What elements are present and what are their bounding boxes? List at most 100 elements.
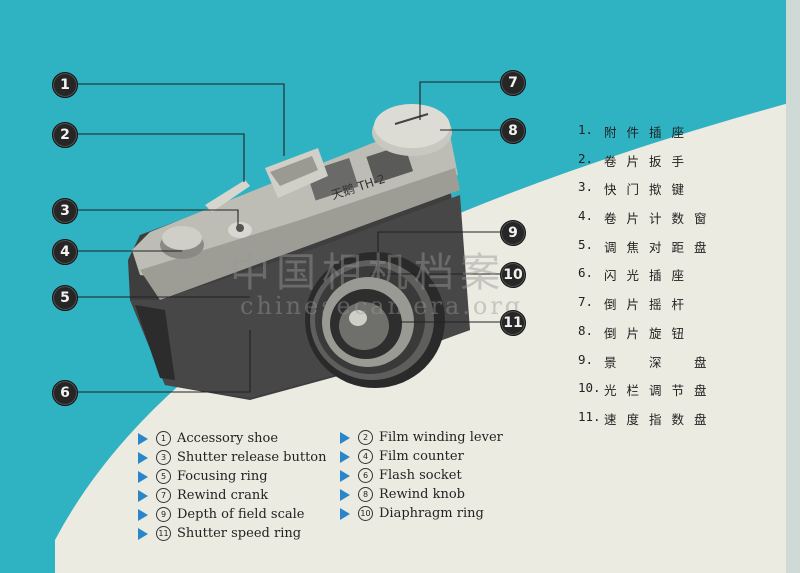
circled-number: 1 bbox=[156, 431, 171, 446]
cn-item-number: 6. bbox=[578, 265, 594, 281]
cn-item-number: 1. bbox=[578, 122, 594, 137]
bullet-triangle-icon bbox=[340, 507, 350, 520]
bullet-triangle-icon bbox=[340, 450, 350, 463]
cn-item-number: 5. bbox=[578, 236, 594, 252]
en-legend-item: 8 Rewind knob bbox=[340, 487, 465, 502]
cn-item: 8. 倒片旋钮 bbox=[578, 323, 748, 352]
bullet-triangle-icon bbox=[340, 488, 350, 501]
callout-1: 1 bbox=[52, 72, 78, 98]
en-legend-label: Shutter speed ring bbox=[177, 526, 302, 541]
en-legend-label: Shutter release button bbox=[177, 450, 327, 465]
circled-number: 4 bbox=[358, 449, 373, 464]
callout-2: 2 bbox=[52, 122, 78, 148]
circled-number: 6 bbox=[358, 468, 373, 483]
en-legend-item: 1 Accessory shoe bbox=[138, 431, 278, 446]
cn-item-number: 3. bbox=[578, 179, 594, 195]
leader-7 bbox=[419, 81, 500, 120]
callout-11: 11 bbox=[500, 310, 526, 336]
cn-item-text: 调焦对距盘 bbox=[604, 239, 717, 255]
en-legend-item: 11 Shutter speed ring bbox=[138, 526, 301, 541]
cn-item: 4. 卷片计数窗 bbox=[578, 208, 748, 237]
cn-item: 3. 快门揿键 bbox=[578, 179, 748, 208]
en-legend-item: 2 Film winding lever bbox=[340, 430, 503, 445]
cn-item: 5. 调焦对距盘 bbox=[578, 237, 748, 266]
circled-number: 9 bbox=[156, 507, 171, 522]
cn-item-number: 7. bbox=[578, 294, 594, 310]
cn-item-number: 4. bbox=[578, 208, 594, 224]
cn-item-text: 快门揿键 bbox=[604, 182, 695, 198]
circled-number: 3 bbox=[156, 450, 171, 465]
callout-7: 7 bbox=[500, 70, 526, 96]
en-legend-item: 5 Focusing ring bbox=[138, 469, 268, 484]
bullet-triangle-icon bbox=[340, 469, 350, 482]
cn-item: 2. 卷片扳手 bbox=[578, 151, 748, 180]
callout-5: 5 bbox=[52, 285, 78, 311]
circled-number: 10 bbox=[358, 506, 373, 521]
bullet-triangle-icon bbox=[340, 431, 350, 444]
bullet-triangle-icon bbox=[138, 508, 148, 521]
camera-illustration bbox=[128, 104, 470, 400]
circled-number: 8 bbox=[358, 487, 373, 502]
watermark-main: 中国相机档案 bbox=[230, 250, 506, 296]
cn-item-text: 卷片计数窗 bbox=[604, 211, 717, 227]
leader-9 bbox=[377, 231, 500, 268]
cn-item-text: 闪光插座 bbox=[604, 268, 695, 284]
cn-item-number: 8. bbox=[578, 322, 594, 338]
callout-8: 8 bbox=[500, 118, 526, 144]
callout-3: 3 bbox=[52, 198, 78, 224]
circled-number: 11 bbox=[156, 526, 171, 541]
cn-item-text: 倒片旋钮 bbox=[604, 325, 695, 341]
en-legend-item: 10 Diaphragm ring bbox=[340, 506, 484, 521]
callout-4: 4 bbox=[52, 239, 78, 265]
en-legend-label: Accessory shoe bbox=[177, 431, 279, 446]
en-legend-label: Focusing ring bbox=[177, 469, 268, 484]
leader-2 bbox=[76, 133, 245, 182]
cn-item-number: 11. bbox=[578, 408, 601, 424]
cn-item: 7. 倒片摇杆 bbox=[578, 294, 748, 323]
chinese-parts-list: 1. 附件插座 2. 卷片扳手 3. 快门揿键 4. 卷片计数窗 5. 调焦对距盘 6. 闪… bbox=[578, 122, 748, 438]
en-legend-label: Depth of field scale bbox=[177, 507, 305, 522]
cn-item: 11.速度指数盘 bbox=[578, 409, 748, 438]
circled-number: 5 bbox=[156, 469, 171, 484]
cn-item-number: 10. bbox=[578, 380, 601, 396]
en-legend-label: Diaphragm ring bbox=[379, 506, 484, 521]
en-legend-item: 3 Shutter release button bbox=[138, 450, 327, 465]
en-legend-label: Film counter bbox=[379, 449, 464, 464]
callout-10: 10 bbox=[500, 262, 526, 288]
leader-6 bbox=[76, 330, 251, 393]
bullet-triangle-icon bbox=[138, 432, 148, 445]
en-legend-item: 6 Flash socket bbox=[340, 468, 462, 483]
cn-item-text: 景 深 盘 bbox=[604, 354, 717, 370]
cn-item-text: 附件插座 bbox=[604, 125, 695, 140]
en-legend-label: Rewind knob bbox=[379, 487, 465, 502]
leader-lines bbox=[76, 81, 500, 393]
cn-item-number: 9. bbox=[578, 351, 594, 367]
callout-9: 9 bbox=[500, 220, 526, 246]
leader-3 bbox=[76, 209, 239, 225]
watermark-sub: chinesecamera.org bbox=[240, 292, 524, 320]
en-legend-item: 4 Film counter bbox=[340, 449, 464, 464]
en-legend-label: Rewind crank bbox=[177, 488, 269, 503]
en-legend-item: 9 Depth of field scale bbox=[138, 507, 304, 522]
leader-1 bbox=[76, 83, 285, 156]
cn-item: 9. 景 深 盘 bbox=[578, 352, 748, 381]
page-edge bbox=[786, 0, 800, 573]
cn-item: 10.光栏调节盘 bbox=[578, 380, 748, 409]
bullet-triangle-icon bbox=[138, 489, 148, 502]
callout-6: 6 bbox=[52, 380, 78, 406]
cn-item: 1. 附件插座 bbox=[578, 122, 748, 151]
cn-item: 6. 闪光插座 bbox=[578, 265, 748, 294]
cn-item-text: 倒片摇杆 bbox=[604, 297, 695, 313]
cn-item-number: 2. bbox=[578, 150, 594, 166]
cn-item-text: 速度指数盘 bbox=[604, 411, 717, 427]
cn-item-text: 卷片扳手 bbox=[604, 153, 695, 169]
circled-number: 2 bbox=[358, 430, 373, 445]
en-legend-label: Flash socket bbox=[379, 468, 462, 483]
bullet-triangle-icon bbox=[138, 451, 148, 464]
bullet-triangle-icon bbox=[138, 527, 148, 540]
bullet-triangle-icon bbox=[138, 470, 148, 483]
en-legend-label: Film winding lever bbox=[379, 430, 503, 445]
